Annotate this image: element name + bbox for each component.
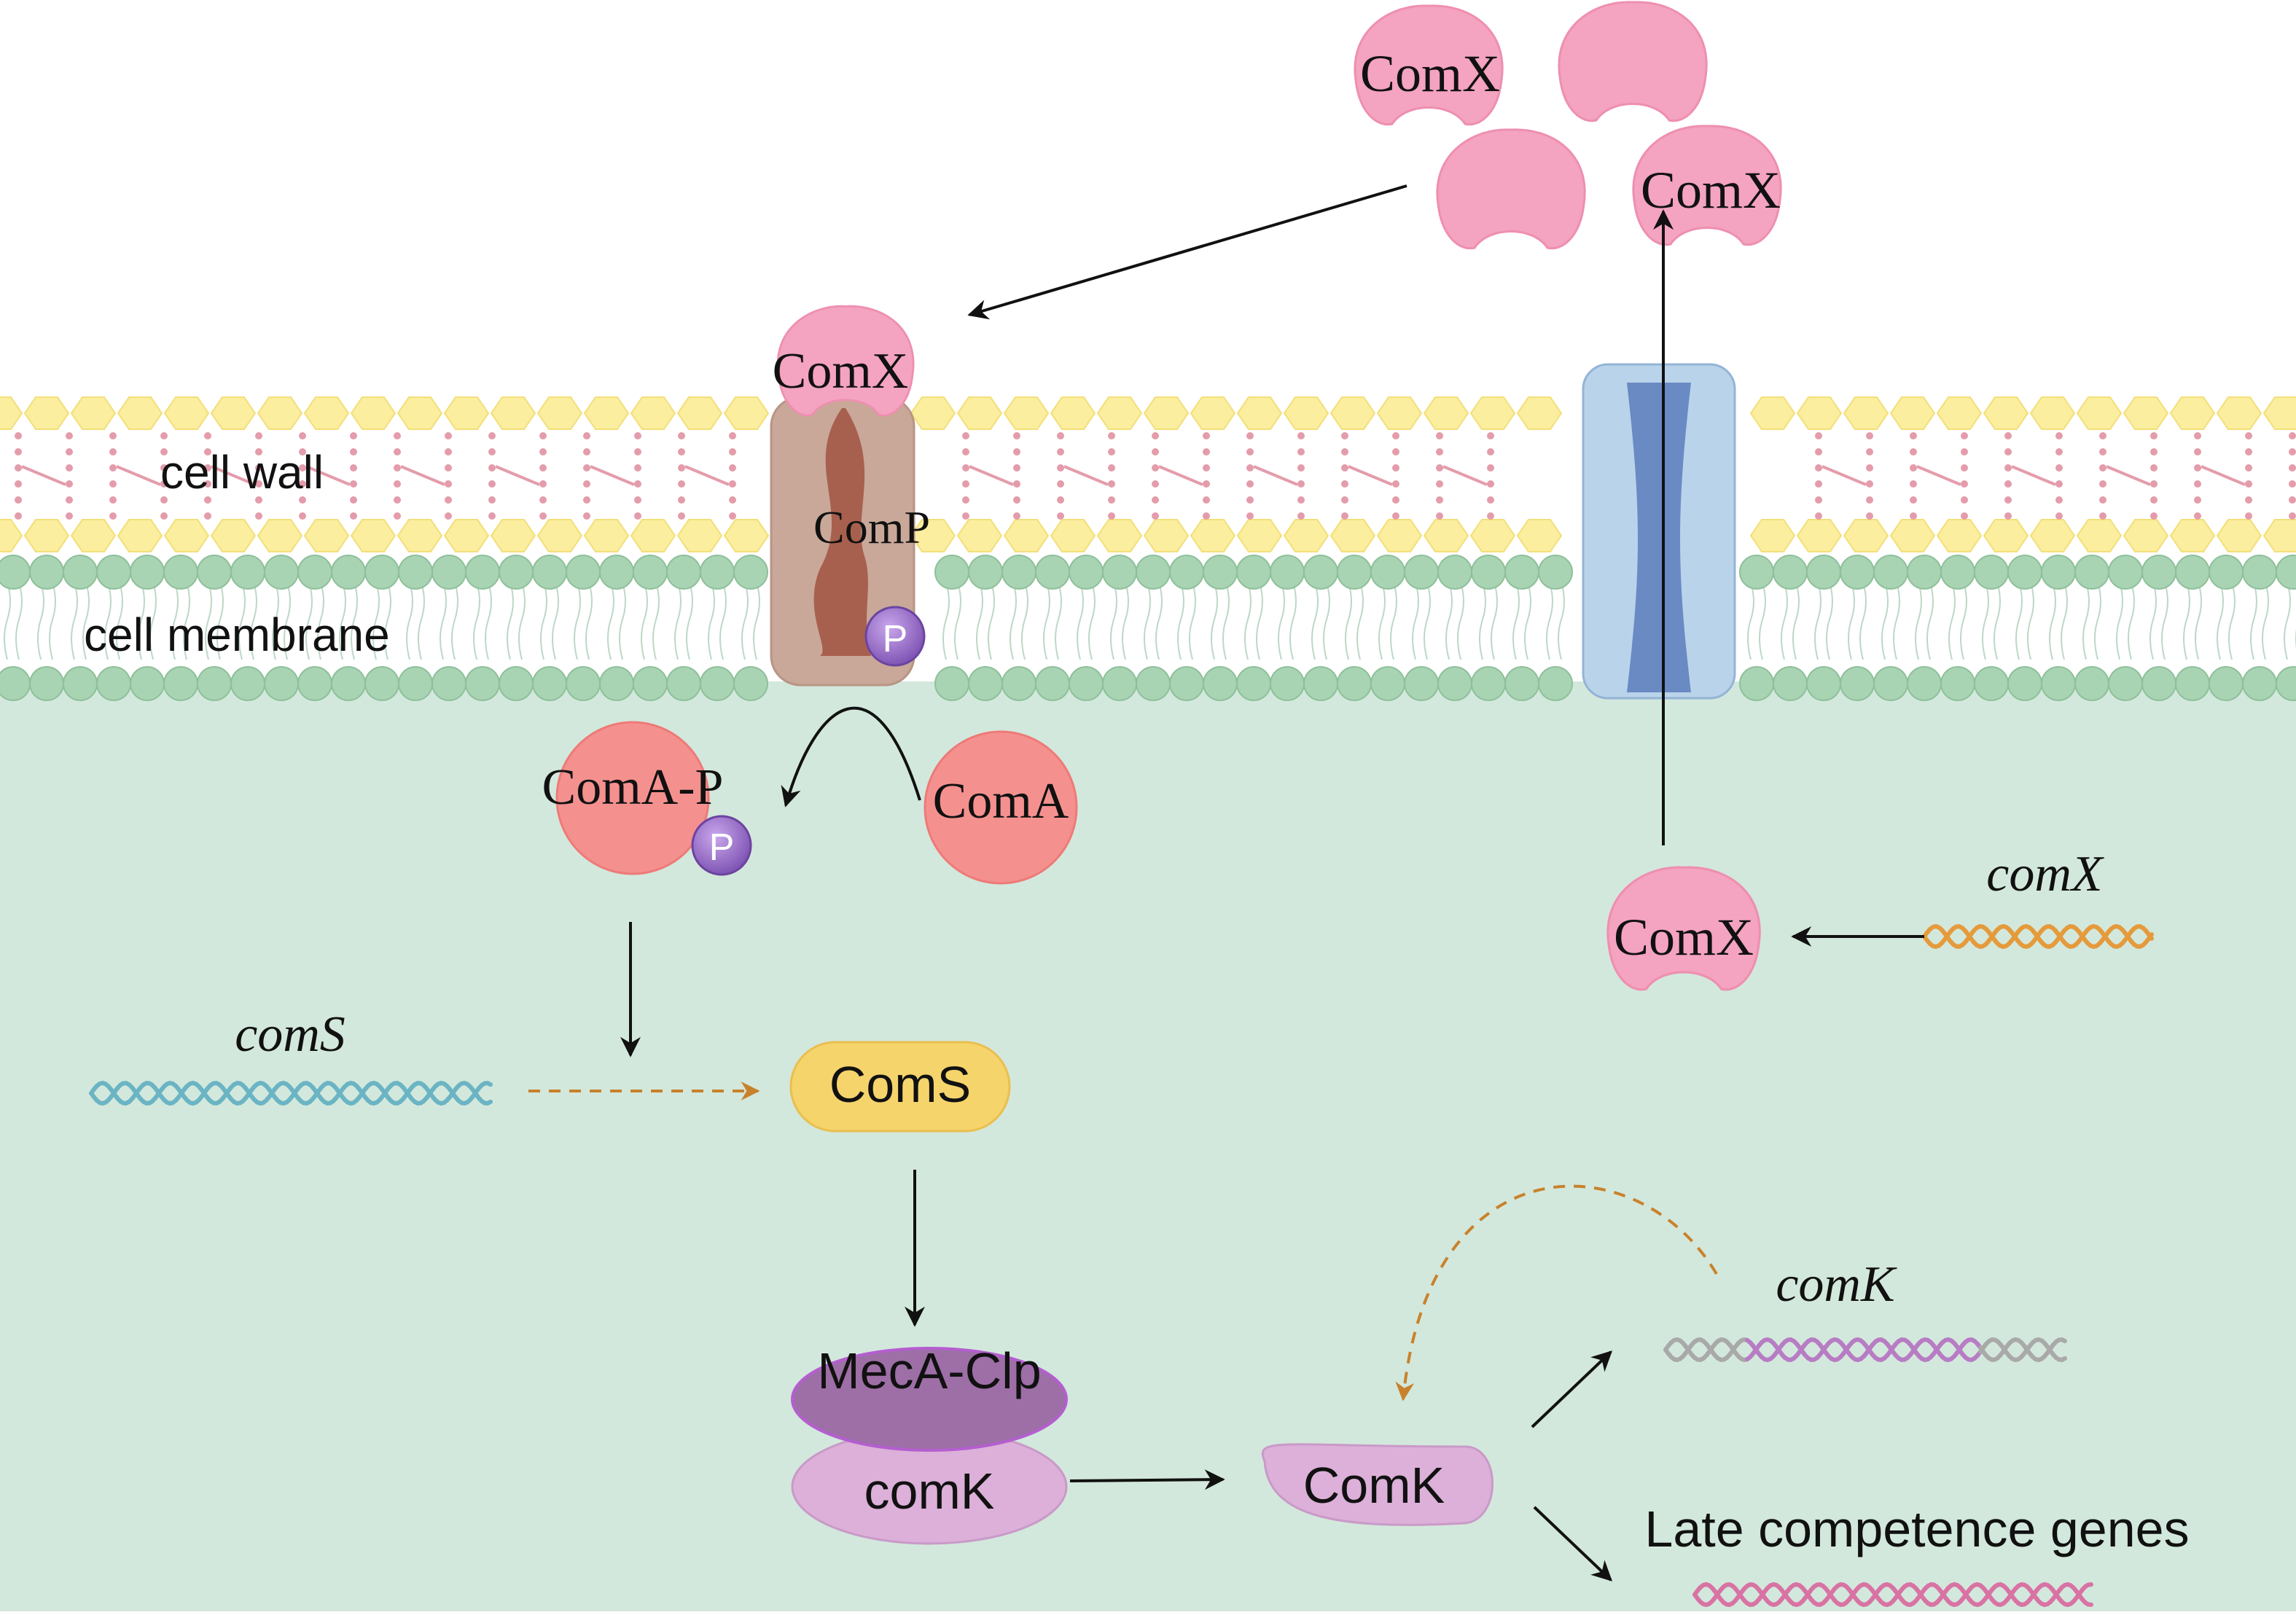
comp-receptor: ComP P [771, 397, 930, 685]
coms-label: ComS [829, 1056, 971, 1113]
arrow-comk-release [1070, 1479, 1223, 1481]
comx-extracellular-3 [1437, 130, 1585, 249]
coms-gene-label: comS [235, 1006, 345, 1063]
comp-label: ComP [813, 501, 930, 553]
cytoplasm [0, 681, 2296, 1611]
comk-gene-label: comK [1776, 1256, 1897, 1313]
comx-extracellular-1-label: ComX [1360, 44, 1500, 103]
comx-extracellular-4-label: ComX [1641, 161, 1781, 219]
cell-membrane-label: cell membrane [84, 609, 390, 661]
comk-protein-label: ComK [1303, 1457, 1445, 1514]
comx-extracellular-2 [1559, 2, 1706, 121]
comk-bound-label: comK [864, 1463, 995, 1520]
coma-p-label: ComA-P [542, 759, 724, 816]
arrow-comx-to-receptor [969, 186, 1407, 315]
coma-protein: ComA [925, 732, 1077, 883]
phosphate-label: P [883, 618, 908, 660]
comx-bound-label: ComX [773, 343, 909, 399]
meca-clp-label: MecA-Clp [817, 1342, 1041, 1399]
cell-wall [0, 397, 2296, 552]
late-competence-genes-label: Late competence genes [1644, 1501, 2189, 1557]
coma-label: ComA [933, 773, 1069, 829]
comx-gene-label: comX [1986, 846, 2105, 902]
transport-channel [1583, 364, 1735, 698]
cell-wall-label: cell wall [160, 446, 324, 498]
comx-cytoplasmic-label: ComX [1614, 908, 1754, 966]
phosphate-label: P [709, 826, 735, 869]
coms-protein: ComS [791, 1042, 1010, 1131]
